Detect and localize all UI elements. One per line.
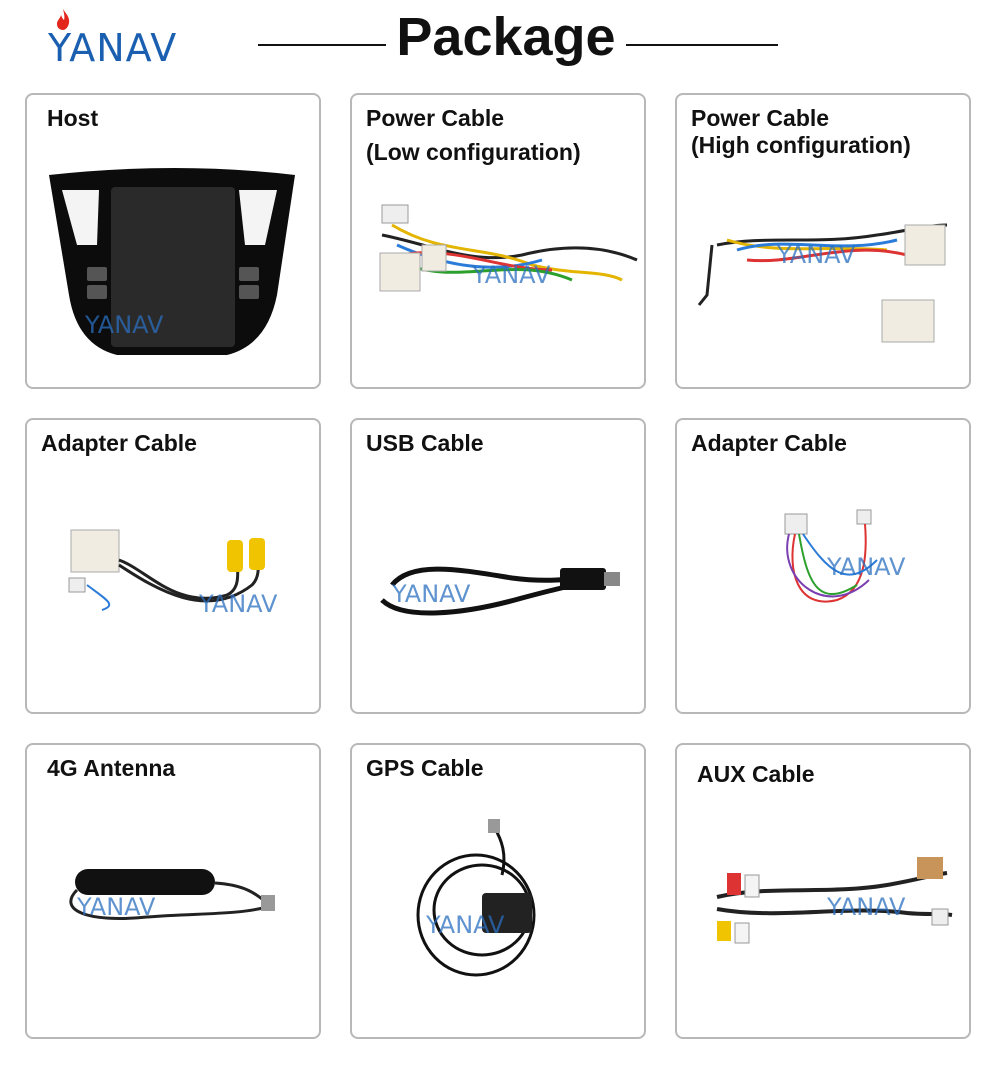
package-item-4g-antenna: 4G Antenna YANAV (25, 743, 321, 1039)
package-item-adapter-cable-wire: Adapter Cable YANAV (675, 418, 971, 714)
item-label: Power Cable (High configuration) (691, 105, 911, 158)
title-block: Package (258, 6, 778, 76)
item-label: Power Cable (Low configuration) (366, 105, 581, 165)
package-item-usb-cable: USB Cable YANAV (350, 418, 646, 714)
watermark: YANAV (826, 893, 906, 921)
item-label: Adapter Cable (41, 430, 197, 456)
head-unit-image: YANAV (49, 168, 295, 355)
rca-adapter-image: YANAV (68, 529, 278, 618)
aux-cable-image: YANAV (716, 857, 953, 944)
logo-text: YANAV (48, 26, 178, 70)
package-item-host: Host YANAV (25, 93, 321, 389)
power-cable-image: YANAV (697, 223, 948, 343)
wire-adapter-image: YANAV (784, 509, 906, 603)
watermark: YANAV (826, 553, 906, 581)
watermark: YANAV (198, 590, 278, 618)
package-item-aux-cable: AUX Cable YANAV (675, 743, 971, 1039)
item-label: USB Cable (366, 430, 484, 456)
package-item-power-cable-high: Power Cable (High configuration) YANAV (675, 93, 971, 389)
item-label: 4G Antenna (47, 755, 176, 781)
power-cable-image: YANAV (379, 204, 638, 292)
title-rule-right (626, 44, 778, 46)
item-label: Host (47, 105, 99, 131)
watermark: YANAV (391, 580, 471, 608)
watermark: YANAV (471, 261, 551, 289)
gps-image: YANAV (416, 819, 536, 977)
package-item-adapter-cable-rca: Adapter Cable YANAV (25, 418, 321, 714)
header: YANAV Package (0, 0, 1000, 90)
watermark: YANAV (776, 241, 856, 269)
watermark: YANAV (76, 893, 156, 921)
page-title: Package (396, 7, 616, 67)
item-label: AUX Cable (697, 761, 815, 787)
watermark: YANAV (425, 911, 505, 939)
title-rule-left (258, 44, 386, 46)
item-label: GPS Cable (366, 755, 484, 781)
brand-logo: YANAV (48, 8, 208, 74)
flame-icon (57, 9, 70, 30)
usb-cable-image: YANAV (380, 566, 620, 616)
item-label: Adapter Cable (691, 430, 847, 456)
package-item-gps-cable: GPS Cable YANAV (350, 743, 646, 1039)
antenna-image: YANAV (69, 869, 275, 921)
package-item-power-cable-low: Power Cable (Low configuration) YANAV (350, 93, 646, 389)
watermark: YANAV (84, 311, 164, 339)
